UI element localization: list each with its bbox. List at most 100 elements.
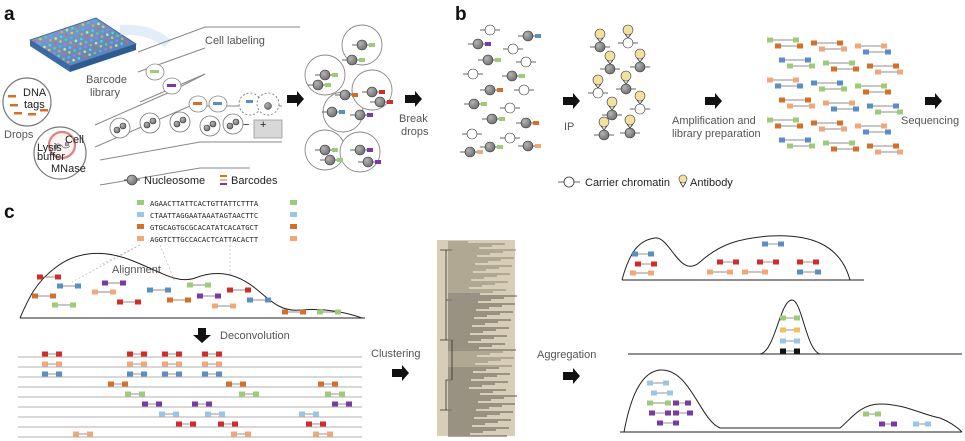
read-barcode xyxy=(875,411,881,417)
read-barcode xyxy=(780,327,786,333)
nucleosome xyxy=(592,87,604,99)
barcode-plate xyxy=(29,17,172,72)
dendrogram-branches xyxy=(440,249,453,411)
read-barcode xyxy=(649,410,655,416)
read-barcode xyxy=(55,274,61,280)
panel-c: AGAACTTATTCACTGTTATTCTTTA CTAATTAGGAATAA… xyxy=(18,199,963,438)
antibody-icon xyxy=(622,24,634,36)
barcode xyxy=(339,110,345,114)
read-barcode xyxy=(742,269,748,275)
read-barcode xyxy=(218,421,224,427)
nucleosome xyxy=(346,54,358,66)
read-barcode xyxy=(780,338,786,344)
read-barcode xyxy=(863,411,869,417)
plate-well xyxy=(98,49,102,53)
read-barcode xyxy=(667,390,673,396)
plate-well xyxy=(69,41,72,44)
barcode xyxy=(535,34,541,38)
plate-well xyxy=(68,51,71,54)
nucleosome xyxy=(484,24,496,36)
plate-well xyxy=(62,57,65,61)
nucleosome xyxy=(374,96,386,108)
plate-well xyxy=(75,34,78,38)
read-barcode xyxy=(837,40,843,46)
nucleosome xyxy=(339,89,351,101)
barcode xyxy=(495,58,501,62)
plate-well xyxy=(106,33,109,36)
cluster-heatmap xyxy=(437,240,517,437)
read-barcode xyxy=(762,241,768,247)
plate-well xyxy=(44,36,47,39)
read-barcode xyxy=(37,274,43,280)
read-barcode xyxy=(117,299,123,305)
nucleosome xyxy=(468,98,480,110)
nucleosome xyxy=(232,118,240,126)
barcode xyxy=(359,58,365,62)
aggregate-curve-2 xyxy=(628,299,962,355)
plate-well xyxy=(43,40,47,44)
plate-well xyxy=(70,31,74,35)
plate-well xyxy=(65,28,69,32)
read-barcode xyxy=(139,391,145,397)
read-barcode xyxy=(127,361,133,367)
read-barcode xyxy=(794,315,800,321)
legend-carrier: Carrier chromatin xyxy=(585,177,670,189)
read-barcode xyxy=(881,43,887,49)
nucleosome xyxy=(113,126,121,134)
read-barcode xyxy=(780,348,786,354)
plate-well xyxy=(69,36,73,40)
read-barcode xyxy=(176,421,182,427)
read-barcode xyxy=(57,283,63,289)
antibody-icon xyxy=(624,114,636,126)
read-barcode xyxy=(135,299,141,305)
alignment-guides xyxy=(71,244,231,283)
plate-well xyxy=(125,40,129,44)
read-barcode xyxy=(320,421,326,427)
nucleosome xyxy=(504,132,516,144)
read-barcode xyxy=(265,297,271,303)
read-barcode xyxy=(823,60,829,66)
barcode xyxy=(337,158,343,162)
cell-circle: Cell Lysis buffer MNase xyxy=(33,126,87,180)
barcode-library-label-1: Barcode xyxy=(86,74,127,86)
read-barcode xyxy=(247,297,253,303)
read-barcode xyxy=(687,410,693,416)
dna-tags-label-1: DNA xyxy=(23,87,47,99)
read-barcode xyxy=(87,431,93,437)
antibody-icon xyxy=(592,74,604,86)
read-barcode xyxy=(205,411,211,417)
read-barcode xyxy=(757,259,763,265)
plate-well xyxy=(94,41,98,45)
read-barcode xyxy=(122,381,128,387)
nucleosome xyxy=(319,144,331,156)
barcode xyxy=(367,113,373,117)
read-barcode xyxy=(635,261,641,267)
barcode xyxy=(387,100,393,104)
read-barcode xyxy=(127,371,133,377)
panel-b-legend: Carrier chromatin Antibody xyxy=(558,174,733,189)
read-barcode xyxy=(863,89,869,95)
read-barcode xyxy=(50,293,56,299)
read-barcode xyxy=(162,371,168,377)
read-barcode xyxy=(56,371,62,377)
legend-barcodes: Barcodes xyxy=(231,175,278,187)
plate-well xyxy=(85,35,88,39)
plate-well xyxy=(85,31,89,34)
read-barcode xyxy=(647,400,653,406)
read-barcode xyxy=(665,400,671,406)
read-barcode xyxy=(897,69,903,75)
plate-well xyxy=(59,40,62,43)
plate-well xyxy=(62,52,66,56)
read-barcode xyxy=(855,123,861,129)
plate-well xyxy=(83,50,87,53)
nucleosome xyxy=(464,146,476,158)
read-barcode xyxy=(733,259,739,265)
nucleosome xyxy=(634,61,646,73)
plate-well xyxy=(58,45,62,48)
read-barcode xyxy=(685,400,691,406)
nucleosome xyxy=(354,109,366,121)
plate-well xyxy=(80,32,84,36)
read-barcode xyxy=(673,420,679,426)
plate-well xyxy=(43,45,46,49)
